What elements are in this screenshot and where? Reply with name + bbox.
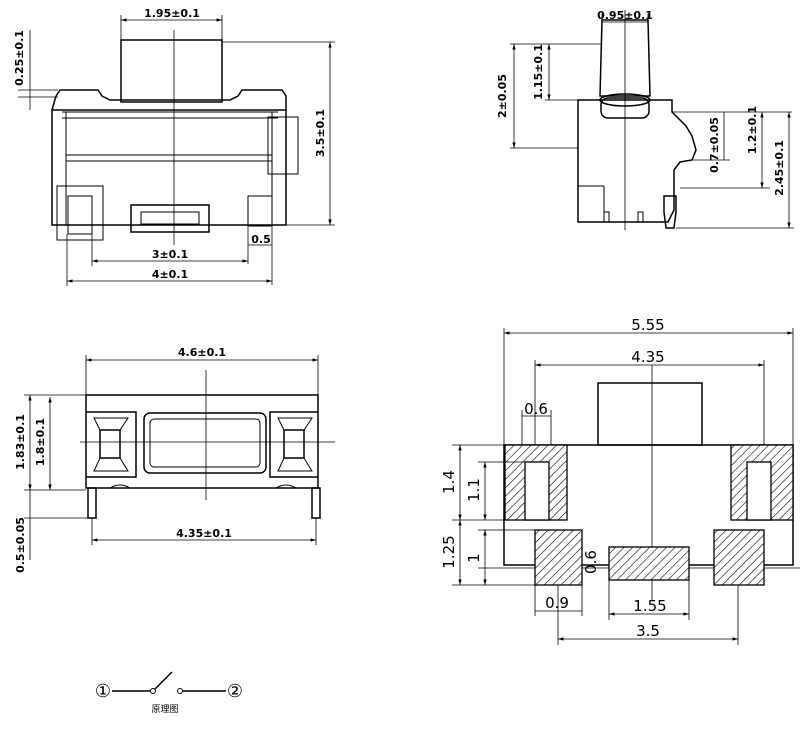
front-view: 1.95±0.1 0.25±0.1 3.5±0.1 0.5 3±0.1 4±0.… (13, 7, 335, 286)
pin2-label: ② (227, 681, 243, 702)
fp-pitch-label: 3.5 (636, 622, 660, 640)
fp-span-label: 4.35 (631, 348, 664, 366)
front-terminal-label: 0.5 (251, 233, 271, 246)
fp-pad-height-label: 1.4 (440, 470, 458, 494)
footprint-view: 5.55 4.35 0.6 1.4 1.1 1.25 1 0.6 0.9 (440, 316, 800, 645)
side-body-label: 2.45±0.1 (773, 140, 786, 196)
bottom-view: 4.6±0.1 1.83±0.1 1.8±0.1 0.5±0.05 4.35±0… (14, 346, 335, 573)
fp-lower-outer-label: 1.25 (440, 535, 458, 568)
fp-pad-inner-label: 1.1 (465, 478, 483, 502)
front-top-width-label: 1.95±0.1 (144, 7, 200, 20)
fp-lower-inner-label: 1 (465, 553, 483, 563)
bottom-h2-label: 1.8±0.1 (34, 418, 47, 466)
fp-center-width-label: 1.55 (633, 597, 666, 615)
schematic-caption: 原理图 (151, 704, 178, 715)
fp-center-height-label: 0.6 (582, 550, 600, 574)
side-pin-a-label: 0.7±0.05 (708, 117, 721, 173)
bottom-width-label: 4.6±0.1 (178, 346, 226, 359)
bottom-lead-label: 0.5±0.05 (14, 517, 27, 573)
side-cap-label: 1.15±0.1 (532, 44, 545, 100)
bottom-h1-label: 1.83±0.1 (14, 414, 27, 470)
pin1-label: ① (95, 681, 111, 702)
side-top-width-label: 0.95±0.1 (597, 9, 653, 22)
front-overall-label: 4±0.1 (152, 268, 188, 281)
front-height-label: 3.5±0.1 (314, 109, 327, 157)
fp-pad-width-label: 0.9 (545, 594, 569, 612)
bottom-pitch-label: 4.35±0.1 (176, 527, 232, 540)
front-pitch-label: 3±0.1 (152, 248, 188, 261)
fp-overall-label: 5.55 (631, 316, 664, 334)
side-view: 0.95±0.1 2±0.05 1.15±0.1 0.7±0.05 1.2±0.… (496, 9, 794, 230)
side-pin-b-label: 1.2±0.1 (746, 106, 759, 154)
side-total-label: 2±0.05 (496, 74, 509, 118)
fp-slot-width-label: 0.6 (524, 400, 548, 418)
front-cap-offset-label: 0.25±0.1 (13, 30, 26, 86)
switch-schematic: ① ② 原理图 (95, 671, 243, 715)
